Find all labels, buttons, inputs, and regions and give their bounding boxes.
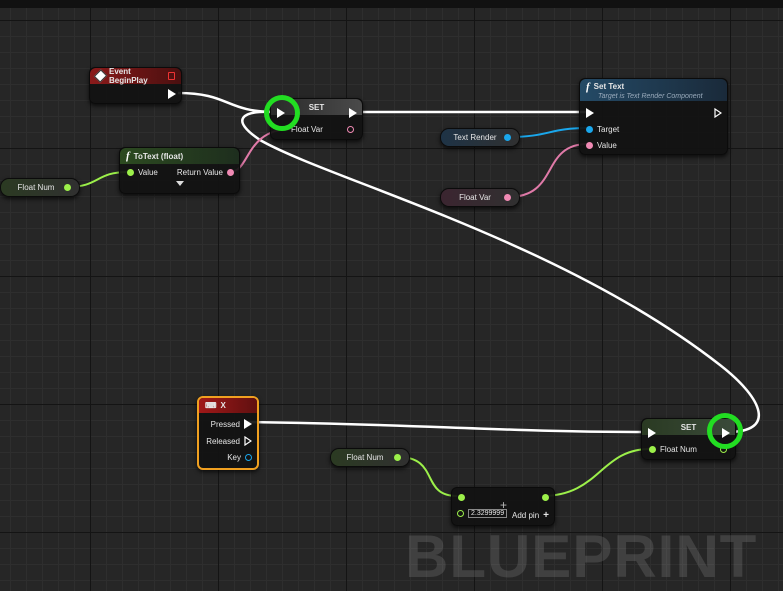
add-float-node[interactable]: + 2.3299999 Add pin + (451, 487, 555, 526)
x-key-released-label: Released (206, 436, 240, 446)
set-top-pin-label: Float Var (291, 125, 323, 134)
exec-pin-outline (714, 108, 722, 118)
data-pin (586, 126, 593, 133)
set-text-exec-out[interactable] (714, 108, 722, 118)
function-icon: f (126, 150, 130, 162)
set-text-target-pin[interactable]: Target (586, 125, 619, 134)
object-wire-textrender-target (507, 127, 589, 138)
set-top-float-var-pin[interactable]: Float Var (291, 125, 323, 134)
exec-pin (244, 419, 252, 429)
exec-wire-loop (241, 110, 760, 434)
set-text-header: f Set Text Target is Text Render Compone… (580, 79, 727, 101)
exec-pin (349, 108, 357, 118)
exec-pin (648, 428, 656, 438)
totext-title: ToText (float) (133, 151, 184, 161)
float-var-getter[interactable]: Float Var (440, 188, 520, 207)
add-value-field[interactable]: 2.3299999 (468, 509, 508, 518)
set-text-node[interactable]: f Set Text Target is Text Render Compone… (579, 78, 728, 155)
data-pin (586, 142, 593, 149)
x-key-header: ⌨ X (199, 398, 257, 413)
text-render-getter[interactable]: Text Render (440, 128, 520, 147)
data-pin (245, 454, 252, 461)
event-beginplay-header: Event BeginPlay (90, 67, 181, 85)
float-num-left-label: Float Num (17, 183, 55, 192)
x-key-released-pin[interactable]: Released (206, 436, 252, 446)
exec-wire-beginplay-set (177, 91, 277, 114)
float-wire-add-set (541, 448, 651, 497)
add-pin-label: Add pin (512, 511, 540, 520)
highlight-circle-top (264, 95, 300, 131)
float-var-label: Float Var (459, 193, 491, 202)
chevron-down-icon (176, 181, 184, 186)
totext-return-label: Return Value (176, 168, 223, 177)
set-text-value-pin[interactable]: Value (586, 141, 617, 150)
float-num-getter-mid[interactable]: Float Num (330, 448, 410, 467)
set-bottom-exec-in[interactable] (648, 428, 656, 438)
function-icon: f (586, 80, 590, 93)
totext-expand-arrow[interactable] (176, 181, 184, 186)
data-pin (504, 194, 511, 201)
set-top-exec-out[interactable] (349, 108, 357, 118)
set-text-subtitle: Target is Text Render Component (598, 92, 703, 100)
event-beginplay-title: Event BeginPlay (108, 67, 148, 85)
data-pin (227, 169, 234, 176)
set-text-value-label: Value (597, 141, 617, 150)
totext-value-input[interactable]: Value (127, 168, 158, 177)
data-pin (457, 510, 464, 517)
exec-pin-outline (244, 436, 252, 446)
text-wire-floatvar-value (507, 143, 589, 198)
add-input-b[interactable]: 2.3299999 (457, 509, 508, 518)
data-pin (347, 126, 354, 133)
totext-float-node[interactable]: f ToText (float) Value Return Value (119, 147, 240, 194)
event-icon (93, 69, 108, 83)
data-pin (542, 494, 549, 501)
keyboard-icon: ⌨ (205, 401, 217, 410)
x-key-input-node[interactable]: ⌨ X Pressed Released Key (197, 396, 259, 470)
set-top-title: SET (308, 102, 325, 112)
exec-pin (168, 89, 176, 99)
totext-return-output[interactable]: Return Value (177, 168, 234, 177)
plus-icon: + (543, 510, 549, 521)
data-pin (394, 454, 401, 461)
set-text-target-label: Target (597, 125, 620, 134)
x-key-key-label: Key (227, 453, 241, 462)
highlight-circle-bottom (707, 413, 743, 449)
x-key-pressed-pin[interactable]: Pressed (211, 419, 252, 429)
float-num-getter-left[interactable]: Float Num (0, 178, 80, 197)
set-text-title: Set Text (593, 82, 625, 91)
add-pin-button[interactable]: Add pin + (512, 510, 549, 521)
set-bottom-pin-label: Float Num (660, 445, 697, 454)
data-pin (649, 446, 656, 453)
set-text-exec-in[interactable] (586, 108, 594, 118)
text-render-label: Text Render (453, 133, 497, 142)
set-bottom-title: SET (680, 422, 697, 432)
event-beginplay-node[interactable]: Event BeginPlay (89, 67, 182, 104)
add-output[interactable] (542, 494, 549, 501)
data-pin (64, 184, 71, 191)
x-key-pressed-label: Pressed (210, 419, 240, 429)
x-key-key-pin[interactable]: Key (227, 453, 252, 462)
exec-pin (586, 108, 594, 118)
delegate-pin-icon (167, 72, 175, 80)
totext-value-label: Value (138, 168, 158, 177)
x-key-title: X (220, 401, 226, 410)
add-input-a[interactable] (458, 494, 465, 501)
data-pin (504, 134, 511, 141)
blueprint-watermark: BLUEPRINT (405, 523, 758, 590)
event-beginplay-exec-out[interactable] (168, 89, 176, 99)
plus-operator-icon: + (500, 498, 508, 512)
add-operator-icon: + (500, 498, 507, 512)
data-pin (127, 169, 134, 176)
set-top-float-var-out[interactable] (347, 126, 354, 133)
totext-header: f ToText (float) (120, 148, 239, 164)
exec-wire-x-set (245, 420, 651, 434)
set-bottom-float-num-pin[interactable]: Float Num (649, 445, 697, 454)
float-num-mid-label: Float Num (346, 453, 384, 462)
top-toolbar-strip (0, 0, 783, 8)
data-pin (458, 494, 465, 501)
